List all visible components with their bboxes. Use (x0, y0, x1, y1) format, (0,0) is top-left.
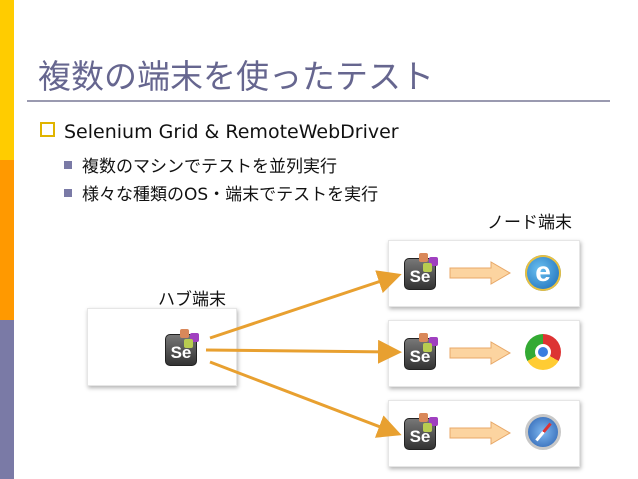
bullet-sub-text: 様々な種類のOS・端末でテストを実行 (82, 185, 379, 205)
selenium-logo-icon: Se (404, 413, 438, 450)
selenium-logo-icon: Se (165, 329, 199, 366)
accent-strip-yellow (0, 0, 14, 160)
block-arrow-icon (449, 261, 511, 285)
bullet-sub-1: 複数のマシンでテストを並列実行 (64, 152, 337, 177)
bullet-sub-text: 複数のマシンでテストを並列実行 (82, 157, 337, 177)
hollow-square-bullet-icon (40, 122, 55, 137)
square-bullet-icon (64, 189, 72, 197)
bullet-main: Selenium Grid & RemoteWebDriver (40, 121, 399, 143)
bullet-main-text: Selenium Grid & RemoteWebDriver (64, 121, 399, 143)
square-bullet-icon (64, 161, 72, 169)
chrome-icon (525, 334, 561, 370)
bullet-sub-2: 様々な種類のOS・端末でテストを実行 (64, 180, 378, 205)
arrow-to-ie-node (209, 270, 402, 340)
slide-title: 複数の端末を使ったテスト (38, 57, 434, 96)
accent-strip-purple (0, 320, 14, 479)
arrow-to-safari-node (209, 360, 402, 438)
block-arrow-icon (449, 341, 511, 365)
hub-label: ハブ端末 (158, 290, 226, 310)
safari-icon (525, 414, 561, 450)
block-arrow-icon (449, 421, 511, 445)
internet-explorer-icon: e (525, 255, 561, 291)
accent-strip-orange (0, 160, 14, 320)
title-divider (27, 100, 610, 102)
arrow-to-chrome-node (205, 339, 402, 364)
hub-box (87, 308, 237, 386)
selenium-logo-icon: Se (404, 253, 438, 290)
node-label: ノード端末 (487, 213, 572, 233)
selenium-logo-icon: Se (404, 333, 438, 370)
